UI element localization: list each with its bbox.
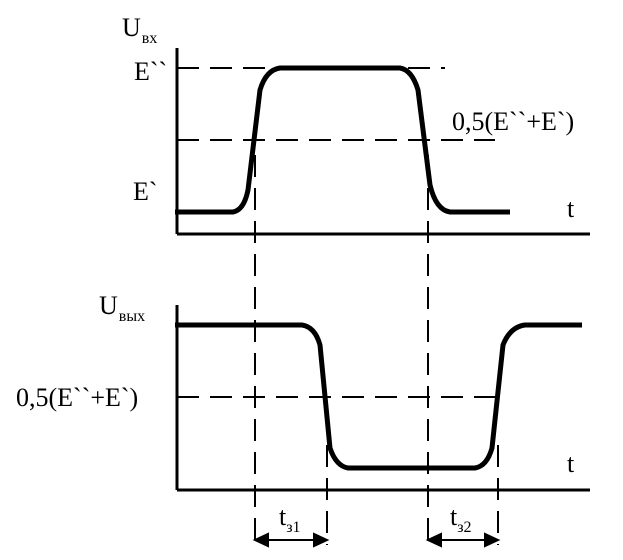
interval-1-arrow-right (313, 532, 330, 548)
level-low-label: E` (133, 177, 158, 206)
interval-2-arrow-right (484, 532, 501, 548)
level-high-label: E`` (134, 57, 167, 86)
transition-guides (254, 155, 499, 545)
input-time-label: t (567, 194, 575, 223)
interval-2-subscript: з2 (457, 519, 471, 536)
output-axis-subscript: вых (119, 308, 145, 325)
output-level-mid-label: 0,5(E``+E`) (16, 383, 138, 412)
interval-1-label: tз1 (279, 502, 301, 536)
output-axis-label: Uвых (99, 291, 145, 325)
output-time-label: t (567, 449, 575, 478)
input-axis-subscript: вх (142, 30, 158, 47)
input-waveform (175, 65, 510, 215)
output-waveform (175, 322, 582, 471)
interval-2-arrow-left (425, 532, 442, 548)
input-axis-label: Uвх (122, 13, 157, 47)
interval-2-label: tз2 (450, 502, 472, 536)
input-level-mid-label: 0,5(E``+E`) (452, 107, 574, 136)
interval-1-subscript: з1 (286, 519, 300, 536)
interval-1-arrow-left (252, 532, 269, 548)
input-reference-lines (177, 67, 495, 141)
interval-arrows (252, 532, 501, 548)
